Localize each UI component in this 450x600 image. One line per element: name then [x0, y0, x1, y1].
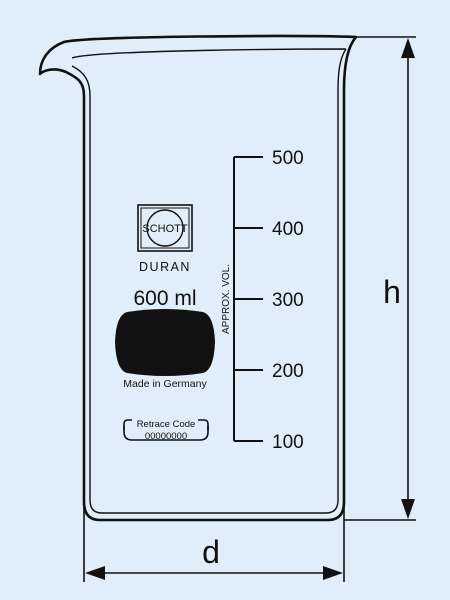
logo-brand-text: SCHOTT: [142, 223, 188, 235]
logo-ring: [146, 209, 184, 247]
schott-logo: SCHOTT: [137, 204, 193, 252]
retrace-code-value: 00000000: [145, 431, 187, 442]
height-arrow-top-icon: [401, 38, 415, 58]
diameter-dimension: [83, 505, 345, 582]
retrace-code-frame: [123, 426, 209, 441]
diameter-arrow-right-icon: [323, 566, 343, 580]
retrace-code-frame-top: [123, 419, 209, 430]
height-arrow-bottom-icon: [401, 499, 415, 519]
beaker-inner-wall: [71, 48, 347, 514]
scale-label-400: 400: [272, 219, 304, 240]
scale-label-500: 500: [272, 148, 304, 169]
height-dimension: [344, 36, 416, 521]
logo-outer-square: [137, 204, 193, 252]
graduation-scale: [233, 156, 263, 442]
marking-field: [115, 309, 215, 376]
scale-label-300: 300: [272, 290, 304, 311]
diameter-label: d: [202, 534, 220, 570]
diameter-arrow-left-icon: [85, 566, 105, 580]
retrace-code-label: Retrace Code: [137, 419, 196, 430]
logo-inner-square: [140, 207, 190, 249]
logo-line-text: DURAN: [139, 260, 191, 274]
scale-title: APPROX. VOL.: [221, 264, 232, 334]
beaker-outer-wall: [38, 34, 358, 522]
height-label: h: [383, 274, 401, 310]
scale-label-100: 100: [272, 432, 304, 453]
scale-tick-labels: 500 400 300 200 100: [272, 148, 304, 453]
origin-label: Made in Germany: [123, 378, 207, 390]
scale-label-200: 200: [272, 361, 304, 382]
capacity-label: 600 ml: [133, 287, 196, 310]
